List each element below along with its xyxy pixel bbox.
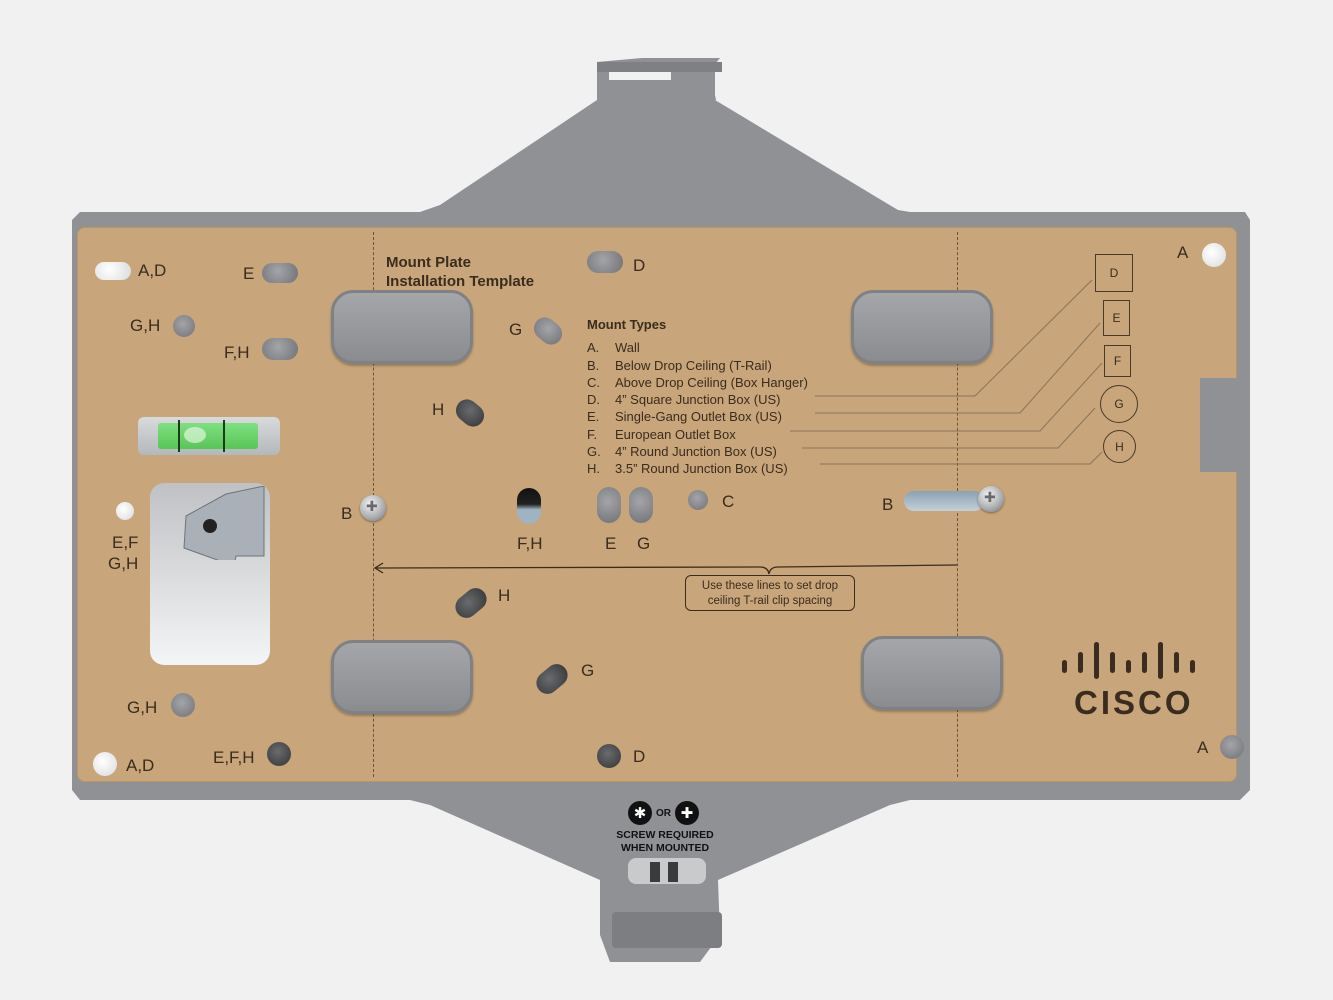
hole-label: C: [722, 492, 735, 511]
hole-label: A,D: [126, 756, 155, 775]
mount-type-item: B.Below Drop Ceiling (T-Rail): [587, 357, 772, 373]
screw-or-label: OR: [656, 807, 671, 819]
title-line-1: Mount Plate: [386, 254, 471, 271]
hole-label: E,F: [112, 533, 139, 552]
hole-label: A,D: [138, 261, 167, 280]
hole-e-top: [262, 263, 298, 283]
screw-note-line-1: SCREW REQUIRED: [616, 829, 714, 841]
hole-label: H: [432, 400, 445, 419]
hole-label: G,H: [130, 316, 161, 335]
screw-note: SCREW REQUIRED WHEN MOUNTED: [605, 829, 725, 855]
hole-a-top-right: [1202, 243, 1226, 267]
hole-label: G: [509, 320, 523, 339]
mount-type-item: A.Wall: [587, 340, 640, 356]
rect-box-icon-e: E: [1103, 300, 1130, 336]
mount-foot-bottom-right: [861, 636, 1003, 710]
slot-b-right: [904, 491, 984, 511]
hole-label: D: [633, 747, 646, 766]
rect-box-icon-f: F: [1104, 345, 1131, 377]
hole-label: D: [633, 256, 646, 275]
hole-label: A: [1177, 243, 1189, 262]
hole-ad-bottom: [93, 752, 117, 776]
round-box-icon-h: H: [1103, 430, 1136, 463]
slot-e-center: [597, 487, 621, 523]
round-box-icon-g: G: [1100, 385, 1138, 423]
mount-types-list: Mount Types A.Wall B.Below Drop Ceiling …: [587, 316, 808, 478]
square-box-icon-d: D: [1095, 254, 1133, 292]
cisco-bars-icon: [1062, 642, 1195, 679]
bottom-latch: [612, 912, 722, 948]
cisco-wordmark: CISCO: [1074, 684, 1194, 721]
slot-g-center: [629, 487, 653, 523]
hole-label: A: [1197, 738, 1209, 757]
slot-fh-center: [517, 488, 541, 524]
hole-label: G,H: [108, 554, 139, 573]
t-rail-note-line-2: ceiling T-rail clip spacing: [707, 595, 833, 607]
mount-type-item: F.European Outlet Box: [587, 426, 736, 442]
hole-label: F,H: [224, 343, 250, 362]
mount-type-item: D.4” Square Junction Box (US): [587, 392, 781, 408]
hole-label: G,H: [127, 698, 158, 717]
hole-label: E,F,H: [213, 748, 255, 767]
title-line-2: Installation Template: [386, 273, 535, 290]
mount-type-item: H.3.5” Round Junction Box (US): [587, 461, 788, 477]
mount-type-item: E.Single-Gang Outlet Box (US): [587, 409, 782, 425]
hole-label: B: [882, 495, 894, 514]
hole-label: E: [605, 534, 617, 553]
latch-slot: [628, 858, 706, 884]
mount-foot-top-left: [331, 290, 473, 364]
mount-foot-bottom-left: [331, 640, 473, 714]
hole-gh-lower: [171, 693, 195, 717]
installation-template: [77, 227, 1237, 782]
mount-type-item: C.Above Drop Ceiling (Box Hanger): [587, 374, 808, 390]
hole-a-bottom-right: [1220, 735, 1244, 759]
hole-d-top: [587, 251, 623, 273]
hole-label: G: [637, 534, 651, 553]
screw-right: [978, 486, 1004, 512]
torx-screw-icon: ✱: [628, 801, 652, 825]
template-cutout: [1200, 378, 1238, 472]
mount-types-heading: Mount Types: [587, 317, 667, 332]
spirit-level: [138, 417, 280, 455]
screw-note-line-2: WHEN MOUNTED: [620, 842, 710, 854]
screw-icons: ✱ OR ✚: [628, 801, 699, 825]
hole-fh: [262, 338, 298, 360]
hole-efh: [267, 742, 291, 766]
hole-ad-top: [95, 262, 131, 280]
t-rail-note: Use these lines to set drop ceiling T-ra…: [685, 575, 855, 611]
t-rail-note-line-1: Use these lines to set drop: [701, 580, 839, 592]
hole-label: B: [341, 504, 353, 523]
mount-foot-top-right: [851, 290, 993, 364]
template-title: Mount Plate Installation Template: [386, 253, 534, 291]
mount-type-item: G.4” Round Junction Box (US): [587, 444, 777, 460]
hole-label: G: [581, 661, 595, 680]
bracket-clip: [176, 485, 266, 567]
hole-label: E: [243, 264, 255, 283]
hole-d-bottom: [597, 744, 621, 768]
hole-c: [688, 490, 708, 510]
hole-gh: [173, 315, 195, 337]
phillips-screw-icon: ✚: [675, 801, 699, 825]
hole-efgh: [116, 502, 134, 520]
screw-left: [360, 495, 386, 521]
hole-label: H: [498, 586, 511, 605]
hole-label: F,H: [517, 534, 543, 553]
